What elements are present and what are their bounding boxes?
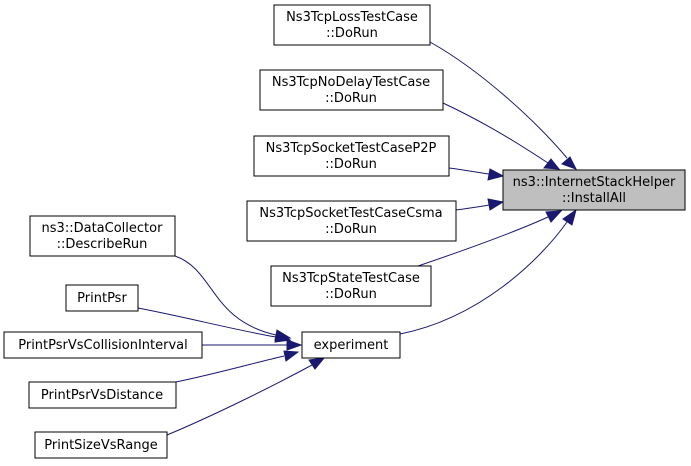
node-experiment[interactable]: experiment	[301, 331, 401, 359]
edge-tcp-loss-to-install-all	[429, 41, 578, 170]
edge-tcp-socket-p2p-to-install-all	[448, 167, 505, 181]
node-tcp-socket-p2p-line2: ::DoRun	[325, 157, 377, 172]
node-tcp-nodelay-do-run[interactable]: Ns3TcpNoDelayTestCase ::DoRun	[259, 69, 444, 111]
edge-tcp-nodelay-to-install-all	[442, 102, 561, 170]
node-tcp-nodelay-line2: ::DoRun	[325, 91, 377, 106]
edge-experiment-to-install-all	[399, 208, 577, 335]
node-data-collector-line1: ns3::DataCollector	[42, 221, 164, 236]
node-install-all[interactable]: ns3::InternetStackHelper ::InstallAll	[502, 169, 686, 211]
node-print-size-range-label: PrintSizeVsRange	[44, 438, 157, 453]
node-print-psr-label: PrintPsr	[77, 291, 127, 306]
node-print-size-vs-range[interactable]: PrintSizeVsRange	[34, 431, 168, 459]
node-print-psr-distance-label: PrintPsrVsDistance	[41, 388, 163, 403]
edge-tcp-state-to-install-all	[417, 210, 563, 267]
node-tcp-socket-csma-line2: ::DoRun	[325, 222, 377, 237]
node-tcp-loss-do-run[interactable]: Ns3TcpLossTestCase ::DoRun	[273, 4, 431, 46]
node-install-all-line2: ::InstallAll	[562, 191, 626, 206]
node-tcp-loss-line1: Ns3TcpLossTestCase	[286, 10, 418, 25]
node-print-psr-vs-collision-interval[interactable]: PrintPsrVsCollisionInterval	[3, 331, 203, 359]
node-tcp-state-line1: Ns3TcpStateTestCase	[282, 271, 420, 286]
node-tcp-socket-csma-do-run[interactable]: Ns3TcpSocketTestCaseCsma ::DoRun	[246, 200, 457, 242]
edge-print-size-range-to-experiment	[166, 357, 326, 436]
node-tcp-socket-csma-line1: Ns3TcpSocketTestCaseCsma	[259, 206, 442, 221]
node-tcp-socket-p2p-do-run[interactable]: Ns3TcpSocketTestCaseP2P ::DoRun	[253, 135, 450, 177]
edge-tcp-socket-csma-to-install-all	[455, 198, 505, 211]
node-print-psr-vs-distance[interactable]: PrintPsrVsDistance	[28, 381, 177, 409]
node-data-collector-line2: ::DescribeRun	[57, 237, 148, 252]
node-install-all-line1: ns3::InternetStackHelper	[513, 175, 676, 190]
node-tcp-socket-p2p-line1: Ns3TcpSocketTestCaseP2P	[266, 141, 437, 156]
edge-print-psr-collision-to-experiment	[201, 339, 303, 351]
node-print-psr-collision-label: PrintPsrVsCollisionInterval	[18, 338, 188, 353]
node-tcp-nodelay-line1: Ns3TcpNoDelayTestCase	[272, 75, 430, 90]
node-tcp-state-line2: ::DoRun	[325, 287, 377, 302]
node-print-psr[interactable]: PrintPsr	[65, 284, 139, 312]
node-data-collector-describe-run[interactable]: ns3::DataCollector ::DescribeRun	[29, 215, 176, 257]
node-experiment-label: experiment	[314, 338, 389, 353]
edge-print-psr-distance-to-experiment	[175, 350, 300, 383]
node-tcp-state-do-run[interactable]: Ns3TcpStateTestCase ::DoRun	[270, 265, 432, 307]
node-tcp-loss-line2: ::DoRun	[326, 26, 378, 41]
edge-print-psr-to-experiment	[137, 307, 292, 343]
